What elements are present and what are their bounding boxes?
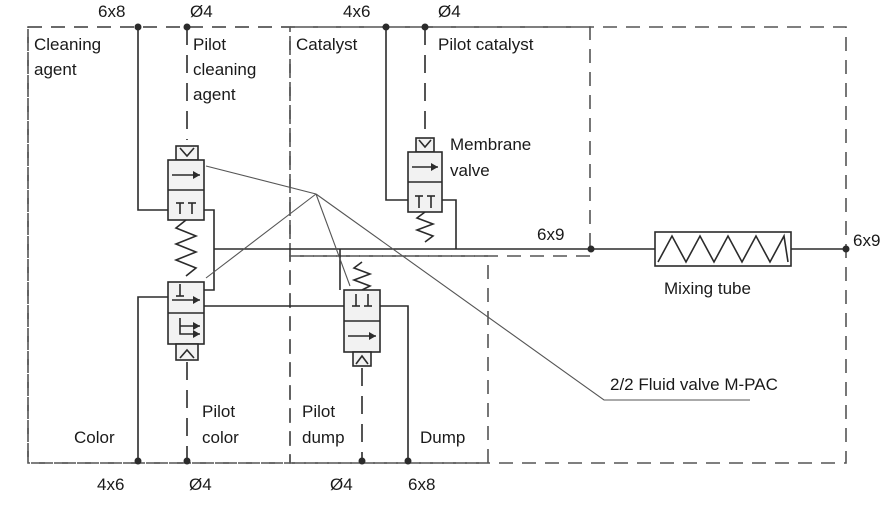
membrane-out-line <box>440 199 457 249</box>
dump-valve <box>343 261 381 367</box>
junction-dot <box>183 23 191 31</box>
junction-dot <box>134 457 142 465</box>
leader-line-1 <box>205 165 317 195</box>
label-d4-top-right: Ø4 <box>438 2 461 21</box>
label-pilot-cleaning-agent: Pilot <box>193 35 226 54</box>
label-pilot-color: Pilot <box>202 402 235 421</box>
junction-dot <box>421 23 429 31</box>
label-fluid-valve: 2/2 Fluid valve M-PAC <box>610 375 778 394</box>
junction-dot <box>587 245 595 253</box>
label-membrane-valve: Membrane <box>450 135 531 154</box>
cleaning-valve <box>167 145 205 277</box>
label-d4-bottom-left: Ø4 <box>189 475 212 494</box>
catalyst-zone <box>289 26 591 257</box>
label-mixing-tube: Mixing tube <box>664 279 751 298</box>
catalyst-line <box>385 27 412 201</box>
label-6x8-bottom: 6x8 <box>408 475 435 494</box>
junction-dot <box>404 457 412 465</box>
leader-line-3 <box>315 193 351 287</box>
label-6x9-right: 6x9 <box>853 231 880 250</box>
label-4x6-top: 4x6 <box>343 2 370 21</box>
label-4x6-bottom: 4x6 <box>97 475 124 494</box>
junction-dot <box>842 245 850 253</box>
junction-dot <box>358 457 366 465</box>
label-membrane-valve: valve <box>450 161 490 180</box>
label-d4-top-left: Ø4 <box>190 2 213 21</box>
label-pilot-dump: dump <box>302 428 345 447</box>
valve-link-line <box>200 209 215 291</box>
label-pilot-cleaning-agent: agent <box>193 85 236 104</box>
label-color: Color <box>74 428 115 447</box>
label-cleaning-agent: agent <box>34 60 77 79</box>
label-6x8-top: 6x8 <box>98 2 125 21</box>
cleaning-agent-line <box>137 27 180 211</box>
label-pilot-color: color <box>202 428 239 447</box>
dump-zone <box>289 255 489 464</box>
leader-line-2 <box>205 193 317 279</box>
mixing-tube <box>654 231 792 267</box>
label-pilot-catalyst: Pilot catalyst <box>438 35 534 54</box>
label-pilot-cleaning-agent: cleaning <box>193 60 256 79</box>
junction-dot <box>134 23 142 31</box>
label-pilot-dump: Pilot <box>302 402 335 421</box>
color-line <box>137 296 178 461</box>
leader-line-4 <box>315 193 750 401</box>
label-6x9-mid: 6x9 <box>537 225 564 244</box>
label-d4-bottom-mid: Ø4 <box>330 475 353 494</box>
label-catalyst: Catalyst <box>296 35 358 54</box>
junction-dot <box>382 23 390 31</box>
junction-dot <box>183 457 191 465</box>
label-cleaning-agent: Cleaning <box>34 35 101 54</box>
color-valve <box>167 281 205 361</box>
label-dump: Dump <box>420 428 465 447</box>
cleaning-zone <box>27 26 291 464</box>
dump-line <box>200 305 409 461</box>
membrane-valve <box>407 137 443 243</box>
